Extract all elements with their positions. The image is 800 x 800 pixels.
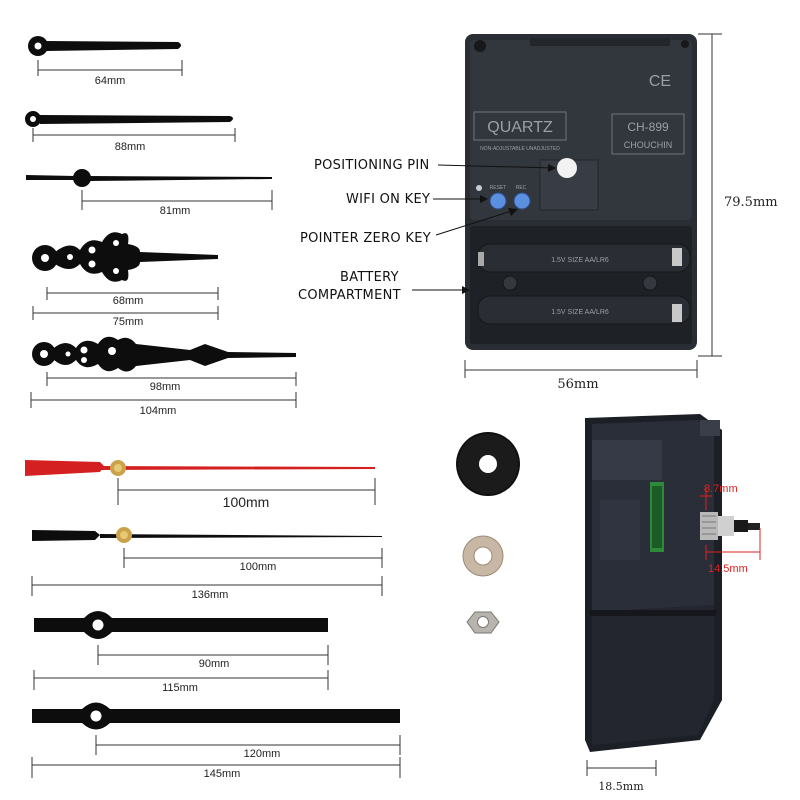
- label-98mm: 98mm: [150, 381, 181, 393]
- dim-115mm: 115mm: [33, 670, 329, 694]
- maker-name: CHOUCHIN: [624, 140, 673, 150]
- battery-label-1: 1.5V SIZE AA/LR6: [551, 257, 609, 264]
- hex-nut: [466, 611, 500, 634]
- battery-label-2: 1.5V SIZE AA/LR6: [551, 309, 609, 316]
- callouts: POSITIONING PIN WIFI ON KEY POINTER ZERO…: [298, 158, 556, 303]
- callout-positioning-pin: POSITIONING PIN: [314, 158, 430, 173]
- label-width: 56mm: [557, 377, 598, 392]
- label-height: 79.5mm: [724, 195, 778, 210]
- dim-depth: 18.5mm: [586, 760, 657, 793]
- label-90mm: 90mm: [199, 658, 230, 670]
- dim-98mm: 98mm: [46, 372, 297, 393]
- movement-front: QUARTZ NON-ADJUSTABLE UNADJUSTED CH-899 …: [465, 34, 697, 350]
- callout-battery-2: COMPARTMENT: [298, 288, 401, 303]
- wifi-on-key: [489, 192, 507, 210]
- btn-rec-label: REC: [516, 185, 527, 191]
- dim-145mm: 145mm: [31, 757, 401, 780]
- hand-64mm: [28, 36, 181, 56]
- dim-68mm: 68mm: [46, 287, 219, 307]
- hand-flat-115mm: [34, 611, 328, 639]
- callout-wifi-key: WIFI ON KEY: [346, 192, 430, 207]
- hand-88mm: [25, 111, 233, 127]
- dim-81mm: 81mm: [81, 190, 273, 217]
- label-shaft-dia: 8.7mm: [704, 483, 738, 495]
- dim-90mm: 90mm: [97, 645, 329, 670]
- dim-height: 79.5mm: [698, 33, 778, 357]
- dim-120mm: 120mm: [95, 735, 401, 760]
- label-88mm: 88mm: [115, 141, 146, 153]
- hand-flat-145mm: [32, 702, 400, 730]
- movement-side: [585, 414, 760, 752]
- model-number: CH-899: [627, 120, 669, 134]
- pointer-zero-key: [513, 192, 531, 210]
- quartz-box: [473, 111, 567, 141]
- dim-shaft-dia: 8.7mm: [700, 483, 738, 510]
- model-box: [611, 113, 685, 155]
- dim-88mm: 88mm: [32, 128, 236, 153]
- hand-black-second: [32, 527, 382, 543]
- dim-75mm: 75mm: [32, 306, 219, 328]
- dim-width: 56mm: [464, 360, 698, 392]
- label-120mm: 120mm: [244, 748, 281, 760]
- hand-81mm: [26, 169, 272, 187]
- label-115mm: 115mm: [162, 682, 198, 694]
- brass-washer: [462, 535, 504, 577]
- rubber-gasket: [456, 432, 520, 496]
- label-145mm: 145mm: [204, 768, 241, 780]
- label-64mm: 64mm: [95, 75, 126, 87]
- callout-pointer-zero: POINTER ZERO KEY: [300, 231, 431, 246]
- label-shaft-len: 14.5mm: [708, 563, 748, 575]
- ce-mark: CE: [649, 73, 671, 90]
- dim-shaft-len: 14.5mm: [705, 528, 761, 575]
- label-81mm: 81mm: [160, 205, 191, 217]
- hand-ornate-104mm: [32, 336, 296, 372]
- brand-sub: NON-ADJUSTABLE UNADJUSTED: [480, 146, 560, 152]
- label-100mm-black: 100mm: [240, 561, 277, 573]
- positioning-pin: [557, 158, 577, 178]
- label-depth: 18.5mm: [598, 780, 644, 793]
- label-136mm: 136mm: [192, 589, 229, 601]
- label-75mm: 75mm: [113, 316, 144, 328]
- dim-100mm-black: 100mm: [123, 548, 383, 573]
- dim-100mm-red: 100mm: [117, 478, 376, 510]
- dim-136mm: 136mm: [31, 576, 383, 601]
- label-104mm: 104mm: [140, 405, 177, 417]
- label-100mm-red: 100mm: [223, 494, 270, 510]
- btn-reset-label: RESET: [490, 185, 507, 191]
- dim-64mm: 64mm: [37, 60, 183, 87]
- hand-ornate-75mm: [32, 232, 218, 282]
- label-68mm: 68mm: [113, 295, 144, 307]
- callout-battery-1: BATTERY: [340, 270, 399, 285]
- hand-red-second: [25, 460, 375, 476]
- shaft-base: [700, 512, 718, 540]
- dim-104mm: 104mm: [30, 392, 297, 417]
- brand-quartz: QUARTZ: [487, 119, 553, 136]
